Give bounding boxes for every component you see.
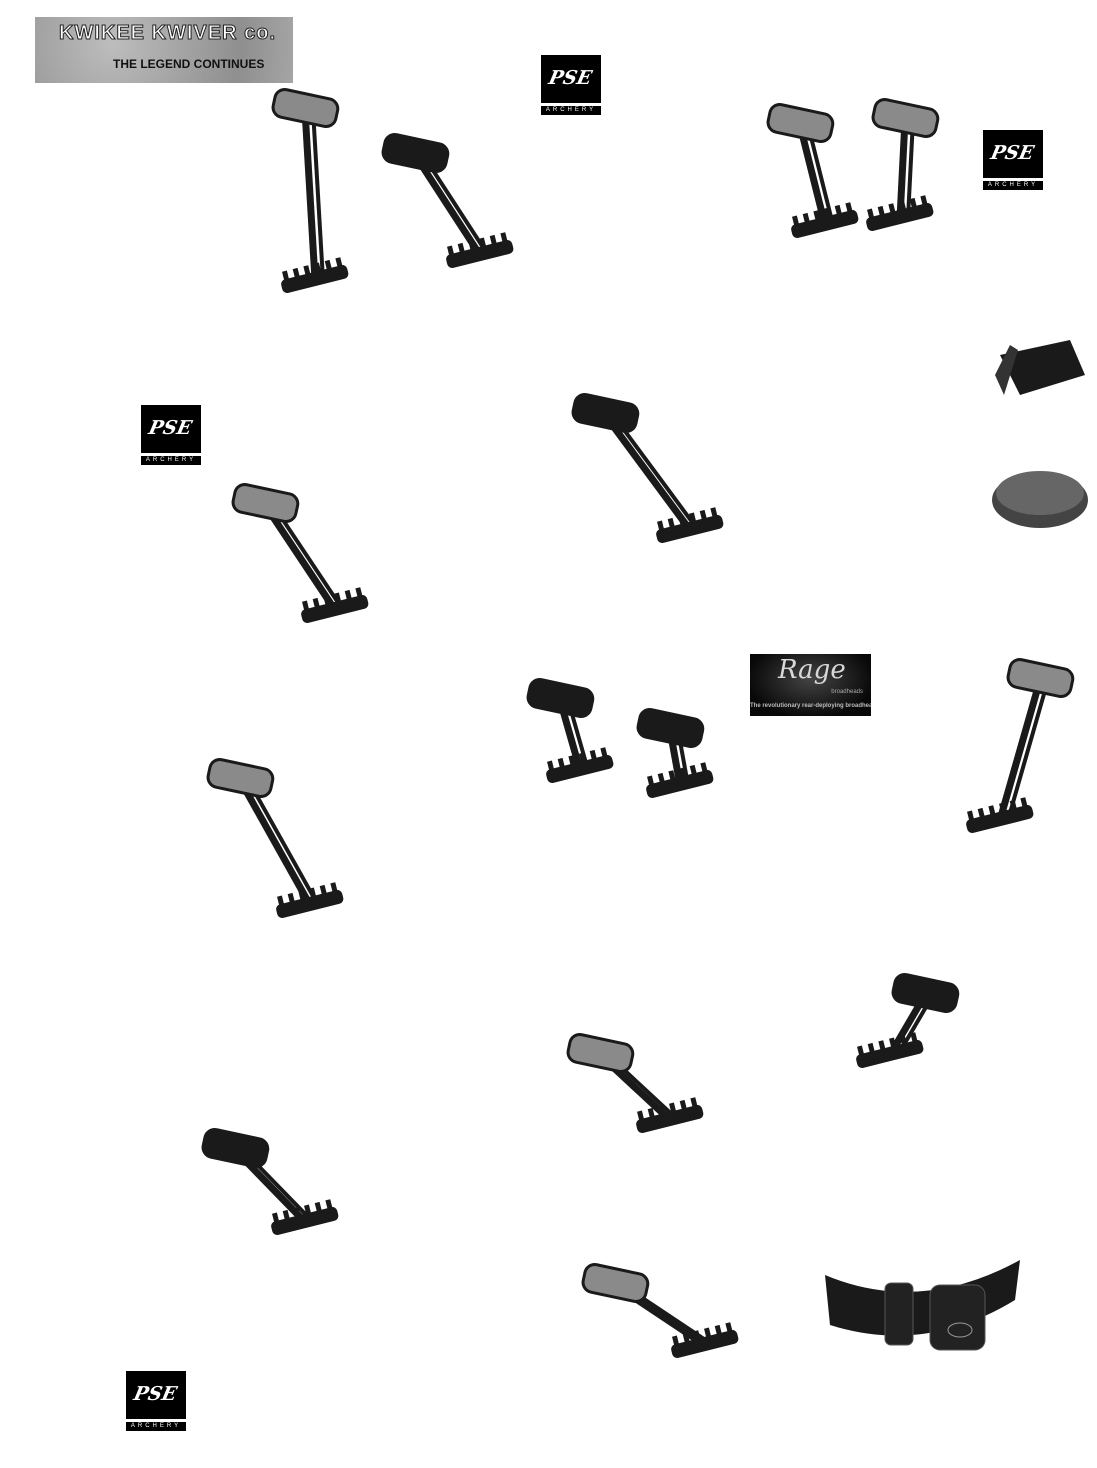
pse-mark: PSE [146, 417, 194, 439]
pse-logo: PSE ARCHERY [126, 1371, 190, 1433]
pse-logo: PSE ARCHERY [983, 130, 1047, 192]
quiver-image [381, 133, 514, 268]
pse-mark: PSE [546, 67, 594, 89]
pse-mark: PSE [988, 142, 1036, 164]
rage-logo: Rage broadheads The revolutionary rear-d… [750, 654, 871, 716]
pse-sub: ARCHERY [983, 181, 1043, 190]
rage-sub: broadheads [831, 689, 863, 695]
quiver-image [581, 1263, 739, 1358]
rage-tagline: The revolutionary rear-deploying broadhe… [750, 703, 871, 709]
pse-sub: ARCHERY [126, 1422, 186, 1431]
pse-logo: PSE ARCHERY [541, 55, 605, 117]
pse-logo: PSE ARCHERY [141, 405, 205, 467]
quiver-image [571, 393, 724, 543]
hip-quiver-belt-image [825, 1260, 1020, 1351]
quiver-image [271, 88, 349, 293]
quiver-image [766, 103, 859, 238]
quiver-image [866, 98, 940, 231]
quiver-image [231, 483, 369, 623]
kwikee-kwiver-logo: KWIKEE KWIVER co. THE LEGEND CONTINUES [35, 17, 293, 83]
quiver-image [636, 708, 714, 798]
quiver-image [206, 758, 344, 918]
kwikee-brand: KWIKEE KWIVER co. [58, 22, 277, 45]
foam-insert-image [992, 471, 1088, 528]
quiver-bracket-image [995, 340, 1085, 395]
pse-sub: ARCHERY [541, 106, 601, 115]
rage-brand: Rage [778, 655, 846, 685]
quiver-image [526, 678, 614, 783]
pse-sub: ARCHERY [141, 456, 201, 465]
quiver-image [201, 1128, 339, 1235]
kwikee-tagline: THE LEGEND CONTINUES [113, 57, 265, 71]
pse-mark: PSE [131, 1383, 179, 1405]
quiver-image [856, 973, 960, 1068]
quiver-image [966, 658, 1075, 833]
quiver-image [566, 1033, 704, 1133]
